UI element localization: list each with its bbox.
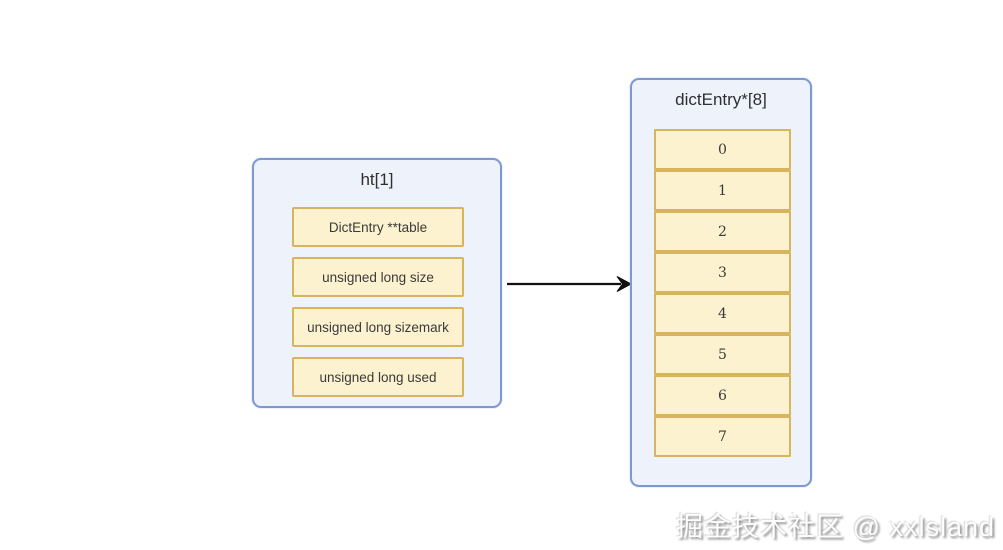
ht-field-used: unsigned long used xyxy=(292,357,464,397)
array-slot-6: 6 xyxy=(654,375,791,416)
dict-entry-array-title: dictEntry*[8] xyxy=(675,90,767,109)
array-slot-0: 0 xyxy=(654,129,791,170)
ht-struct-title: ht[1] xyxy=(360,170,394,189)
array-slot-4: 4 xyxy=(654,293,791,334)
right-arrow-icon xyxy=(507,276,633,292)
array-slot-5: 5 xyxy=(654,334,791,375)
ht-field-stack: DictEntry **table unsigned long size uns… xyxy=(292,207,464,397)
ht-field-size: unsigned long size xyxy=(292,257,464,297)
ht-field-sizemark: unsigned long sizemark xyxy=(292,307,464,347)
array-slot-3: 3 xyxy=(654,252,791,293)
watermark-text: 掘金技术社区 @ xxlsland xyxy=(676,512,995,542)
ht-struct-box: ht[1] DictEntry **table unsigned long si… xyxy=(252,158,502,408)
array-slot-1: 1 xyxy=(654,170,791,211)
array-slot-2: 2 xyxy=(654,211,791,252)
ht-field-table: DictEntry **table xyxy=(292,207,464,247)
array-slot-7: 7 xyxy=(654,416,791,457)
dict-entry-array-box: dictEntry*[8] 0 1 2 3 4 5 6 7 xyxy=(630,78,812,487)
dict-entry-slot-stack: 0 1 2 3 4 5 6 7 xyxy=(654,129,791,457)
